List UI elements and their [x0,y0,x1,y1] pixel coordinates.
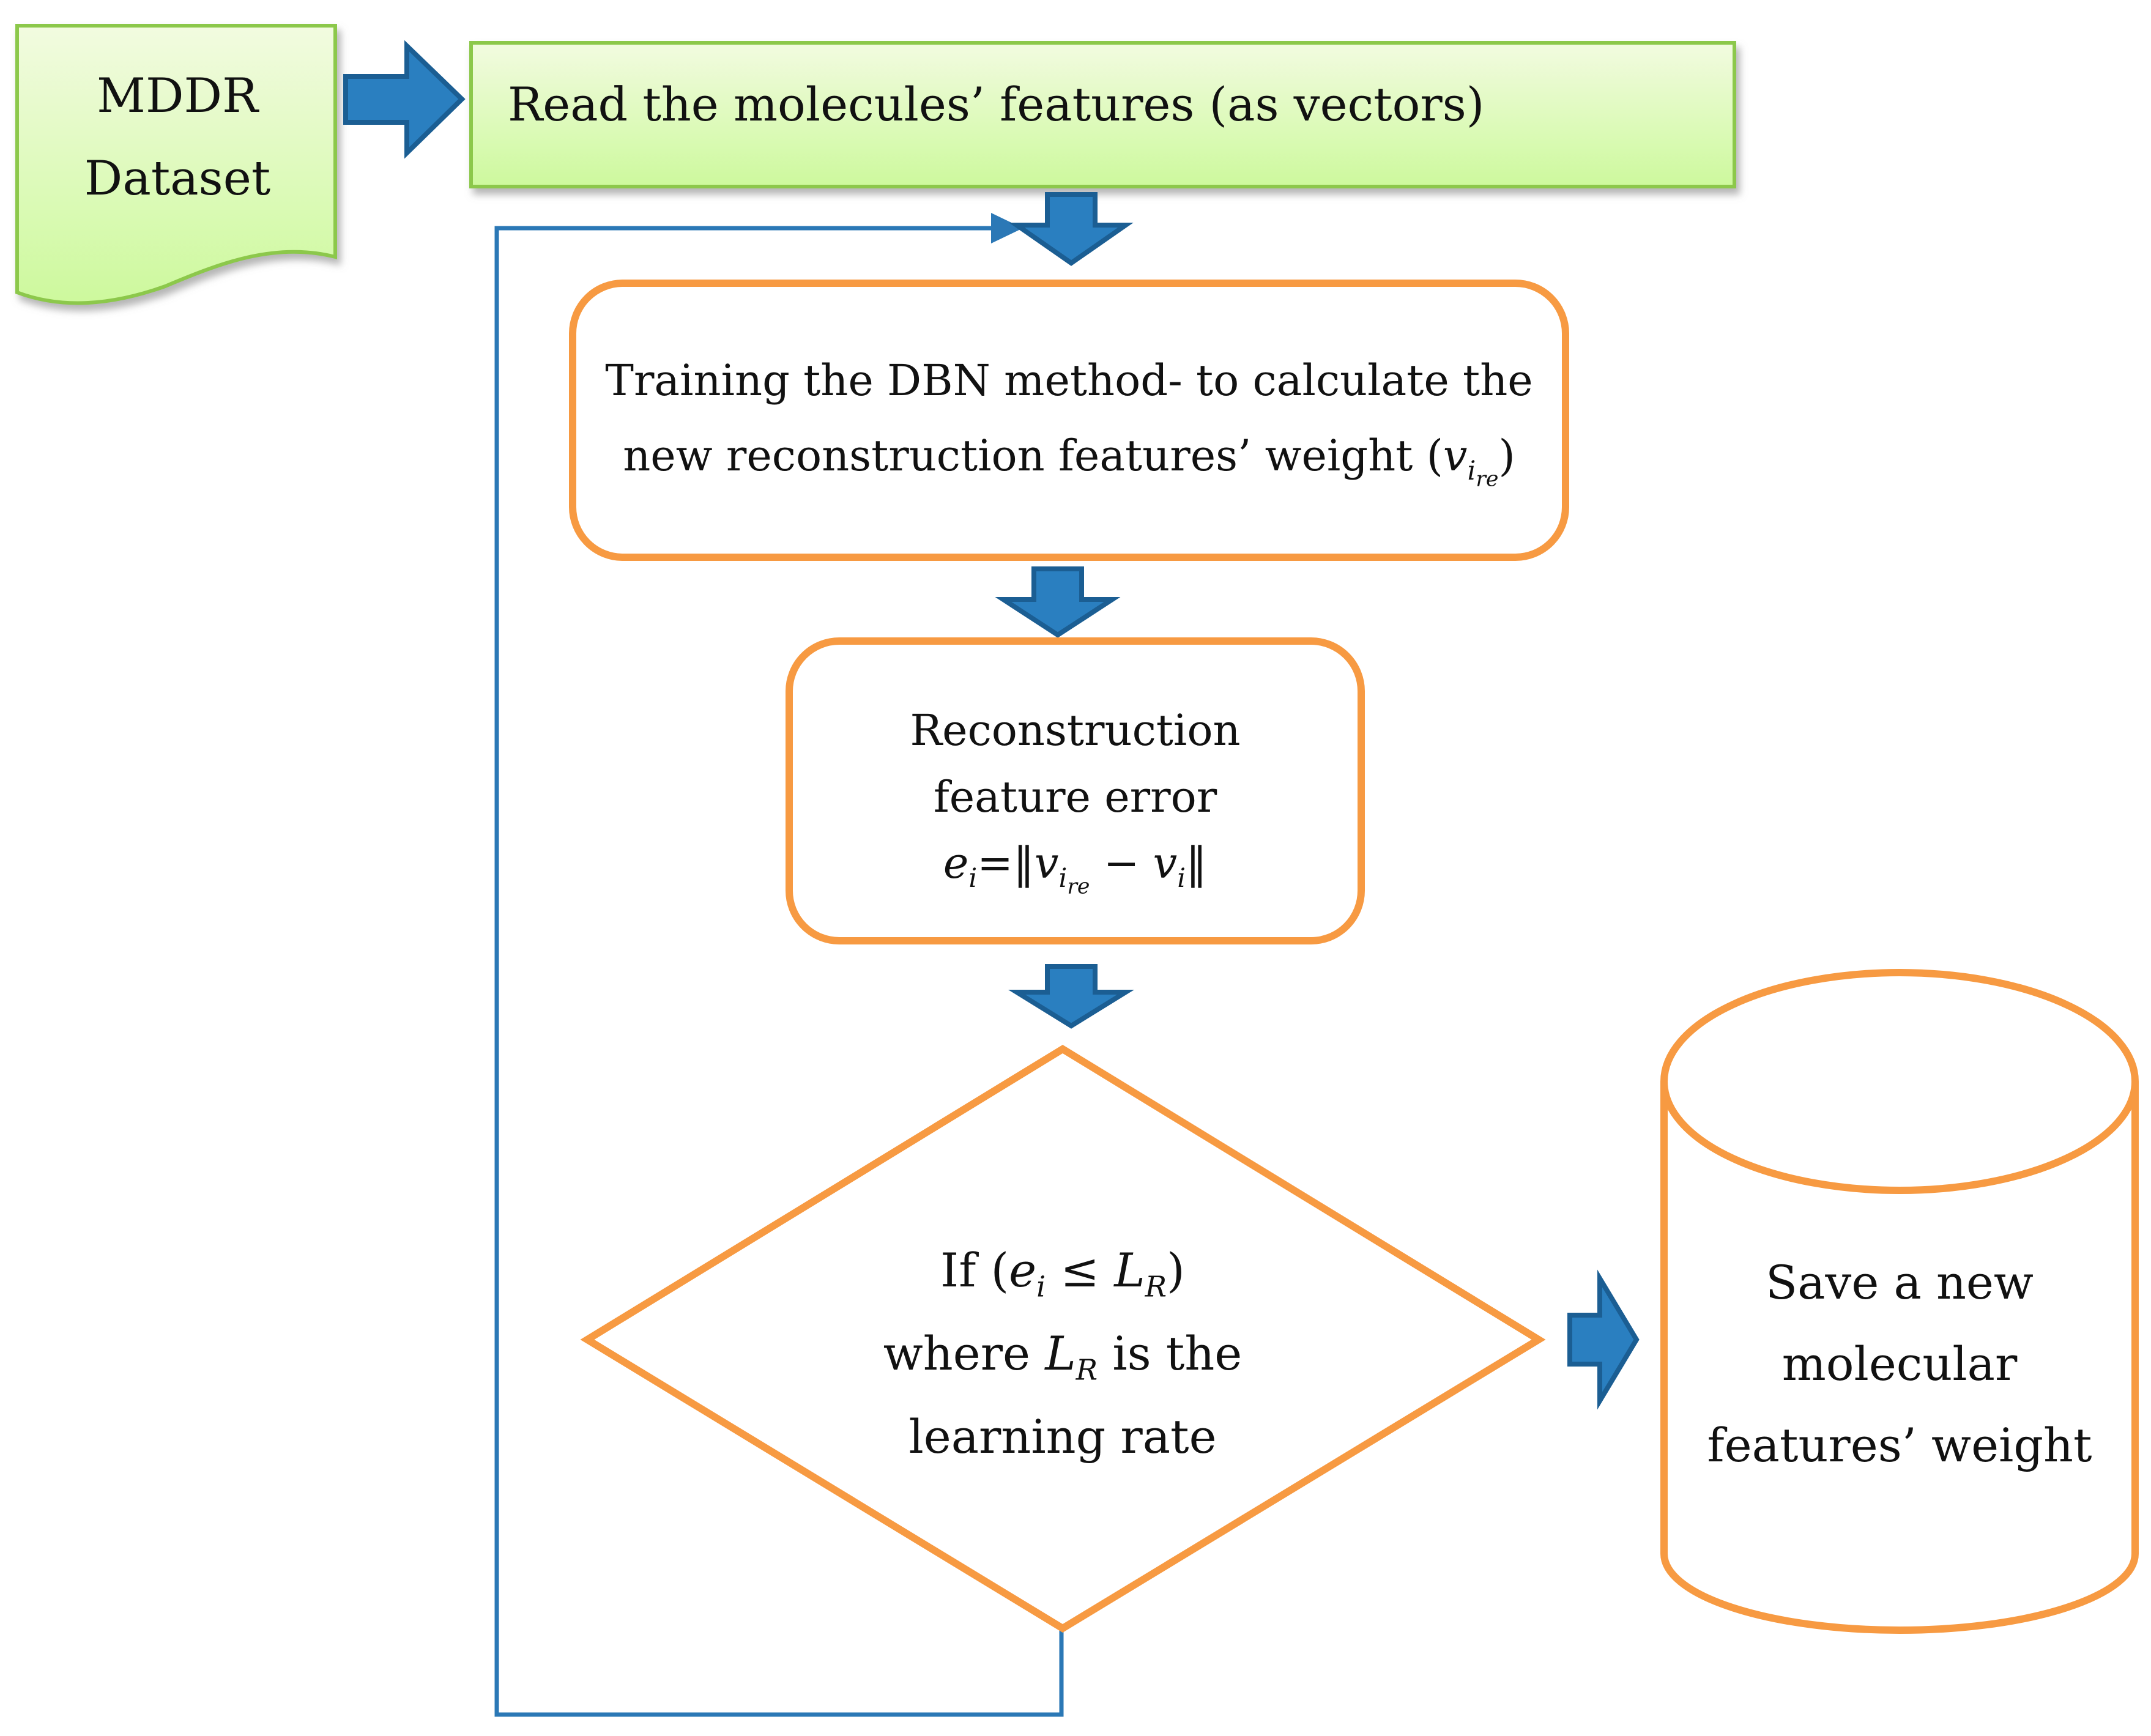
decision-diamond [580,1044,1546,1633]
error-formula: ei=‖vire − vi‖ [789,830,1361,903]
save-line3: features’ weight [1707,1418,2092,1472]
v-symbol: v [1034,838,1059,888]
close-paren: ) [1498,430,1515,481]
sub-re: re [1476,467,1499,492]
decision-line3: learning rate [908,1409,1217,1464]
sub-i: i [1058,863,1068,894]
sub-i: i [1177,863,1186,894]
sub-R: R [1076,1353,1098,1387]
minus: − [1090,838,1153,888]
v-symbol: v [1443,430,1468,481]
training-label-line1: Training the DBN method- to calculate th… [605,355,1533,406]
where-text: where [883,1326,1046,1381]
training-label-line2: new reconstruction features’ weight (vir… [573,427,1566,494]
norm-close: ‖ [1186,838,1208,888]
is-the-text: is the [1098,1326,1243,1381]
e-symbol: e [943,838,969,888]
save-line1: Save a new [1766,1255,2034,1310]
le-symbol: ≤ [1046,1243,1115,1297]
dataset-label-line1: MDDR [97,69,258,124]
close-paren: ) [1167,1243,1185,1297]
error-label-line1: Reconstruction [910,705,1241,755]
L-symbol: L [1114,1243,1145,1297]
sub-i: i [1036,1270,1046,1304]
dataset-label-line2: Dataset [84,151,271,207]
save-label: Save a new molecular features’ weight [1664,1242,2135,1486]
block-arrow-down-icon [1008,964,1135,1029]
e-symbol: e [1009,1243,1037,1297]
block-arrow-down-icon [995,566,1121,638]
v-variable: vire [1443,430,1499,492]
reconstruction-error-box [786,637,1365,944]
training-box [569,280,1569,561]
sub-i: i [1467,455,1476,486]
decision-label: If (ei ≤ LR) where LR is the learning ra… [818,1230,1307,1477]
training-label: Training the DBN method- to calculate th… [573,352,1566,494]
training-label-text: new reconstruction features’ weight ( [623,430,1443,481]
if-text: If ( [940,1243,1009,1297]
sub-re: re [1067,874,1090,899]
save-cylinder-top [1660,969,2139,1194]
save-line2: molecular [1781,1337,2018,1391]
error-label: Reconstruction feature error ei=‖vire − … [789,697,1361,903]
error-label-line2: feature error [933,771,1217,822]
sub-R: R [1145,1270,1167,1304]
block-arrow-right-icon [1567,1269,1640,1410]
read-features-box [469,41,1736,188]
equals-norm: =‖ [977,838,1035,888]
dataset-label: MDDR Dataset [37,64,318,212]
decision-line1: If (ei ≤ LR) [818,1230,1307,1313]
decision-line2: where LR is the [818,1313,1307,1396]
save-cylinder-body [1660,1081,2139,1634]
dataset-document-shape [15,24,337,305]
v-symbol: v [1153,838,1178,888]
loop-arrowhead-icon [991,213,1023,243]
block-arrow-right-icon [343,40,466,159]
block-arrow-down-icon [1009,192,1134,266]
L-symbol: L [1045,1326,1076,1381]
loop-line [494,226,1064,1717]
read-features-label: Read the molecules’ features (as vectors… [508,77,1485,132]
sub-i: i [968,863,978,894]
